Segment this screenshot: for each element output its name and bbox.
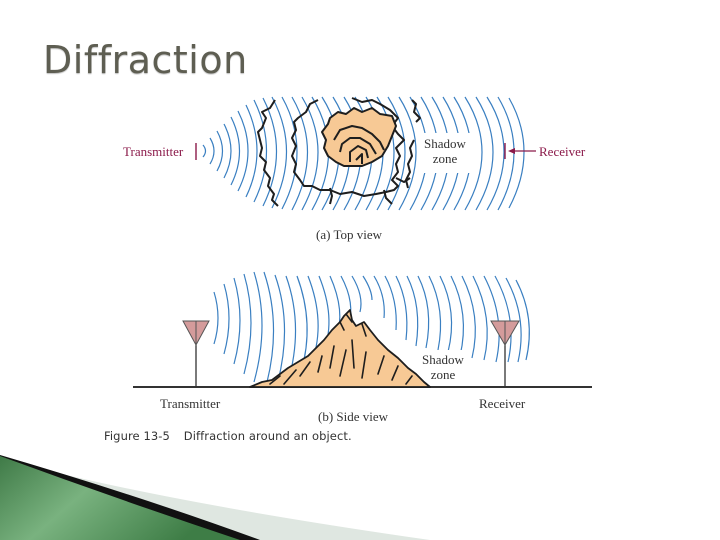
top-view-shadow-zone-label: Shadow zone [424, 136, 466, 166]
figure-caption: Figure 13-5 Diffraction around an object… [104, 429, 352, 443]
top-view-subcaption: (a) Top view [316, 227, 382, 242]
top-view-transmitter-label: Transmitter [123, 144, 184, 159]
side-view-transmitter-label: Transmitter [160, 396, 221, 411]
figure-caption-text: Diffraction around an object. [183, 429, 352, 443]
footer-swoosh-decoration [0, 455, 430, 540]
transmitter-antenna-icon [182, 320, 210, 387]
side-view-diagram [133, 271, 592, 388]
figure-number: Figure 13-5 [104, 429, 170, 443]
top-view-diagram [195, 96, 536, 211]
receiver-antenna-icon [490, 320, 520, 387]
object-side-view [249, 309, 431, 388]
side-view-subcaption: (b) Side view [318, 409, 389, 424]
side-view-receiver-label: Receiver [479, 396, 526, 411]
top-view-receiver-label: Receiver [539, 144, 586, 159]
side-view-shadow-zone-label: Shadow zone [422, 352, 464, 382]
slide-title: Diffraction [43, 38, 248, 82]
